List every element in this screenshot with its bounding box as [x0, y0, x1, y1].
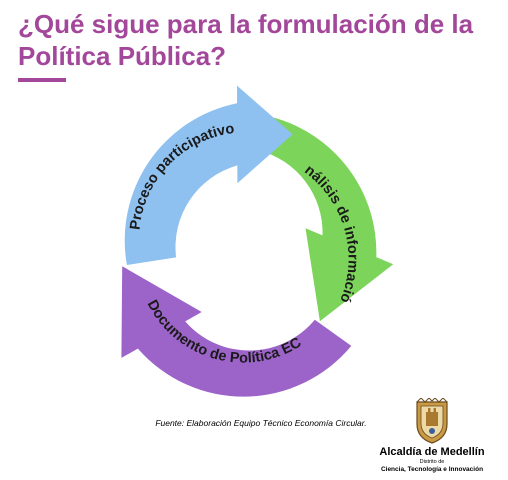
- cycle-arrow-documento: [121, 266, 352, 397]
- logo-title: Alcaldía de Medellín: [379, 446, 485, 458]
- alcaldia-logo: Alcaldía de Medellín Distrito de Ciencia…: [372, 398, 492, 474]
- cycle-arrow-proceso: [124, 85, 293, 265]
- title-underline: [18, 78, 66, 82]
- page-title: ¿Qué sigue para la formulación de la Pol…: [18, 9, 474, 71]
- logo-subtitle: Distrito de: [419, 459, 445, 465]
- cycle-arrow-analisis: [258, 116, 394, 322]
- logo-department: Ciencia, Tecnología e Innovación: [380, 466, 484, 473]
- source-caption: Fuente: Elaboración Equipo Técnico Econo…: [155, 418, 367, 428]
- coat-of-arms-icon: [416, 398, 448, 444]
